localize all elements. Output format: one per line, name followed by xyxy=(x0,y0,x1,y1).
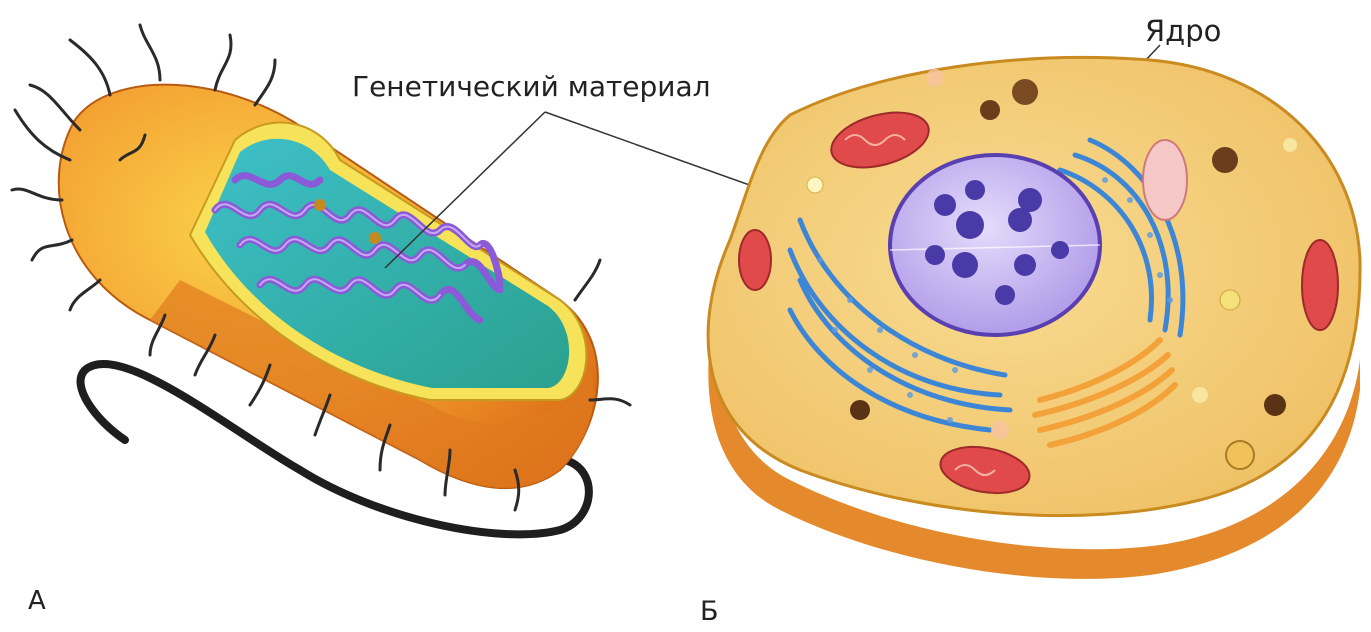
panel-label-a: А xyxy=(28,586,46,616)
label-nucleus: Ядро xyxy=(1145,14,1221,48)
animal-cell xyxy=(708,57,1360,578)
panel-label-b: Б xyxy=(700,596,719,627)
label-genetic-material: Генетический материал xyxy=(352,70,711,103)
